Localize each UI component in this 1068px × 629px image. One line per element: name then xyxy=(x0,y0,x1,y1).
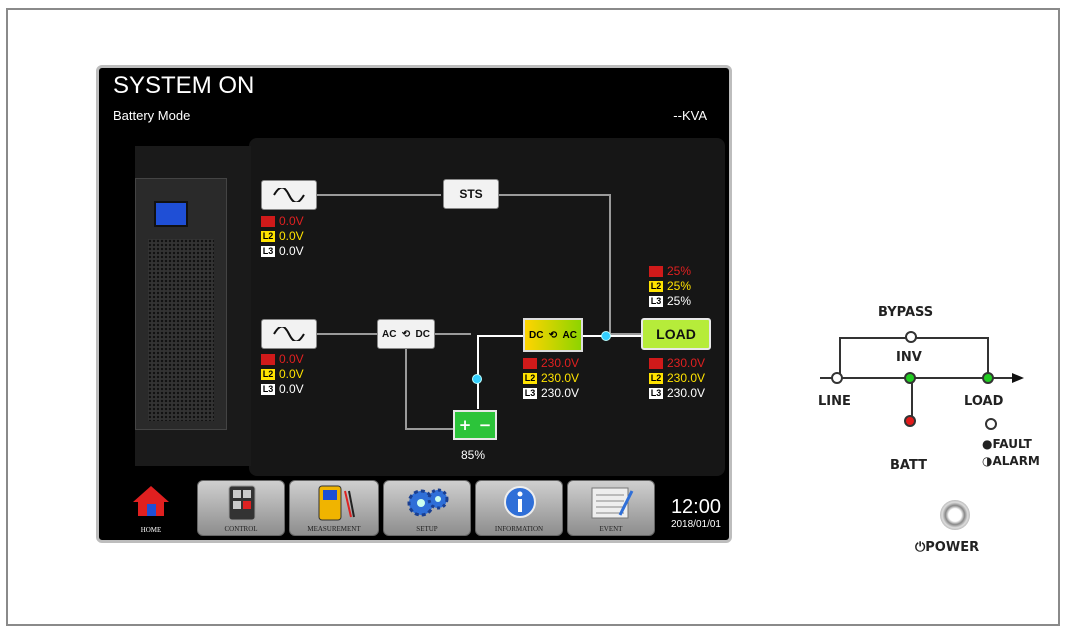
clock-date: 2018/01/01 xyxy=(670,519,721,530)
control-button[interactable]: CONTROL xyxy=(197,480,285,536)
gears-icon xyxy=(407,488,449,517)
rectifier-dc-label: DC xyxy=(415,328,430,340)
event-button[interactable]: EVENT xyxy=(567,480,655,536)
clock-time: 12:00 xyxy=(670,496,721,518)
home-icon xyxy=(133,486,169,516)
fault-label: ●FAULT xyxy=(982,437,1032,451)
bypass-input-box[interactable] xyxy=(261,180,317,210)
system-status-title: SYSTEM ON xyxy=(113,72,255,99)
rectifier-ac-label: AC xyxy=(382,328,397,340)
battery-minus-icon: − xyxy=(478,416,492,434)
rectifier-box[interactable]: AC ⟲ DC xyxy=(377,319,435,349)
fault-alarm-led xyxy=(985,418,997,430)
info-icon xyxy=(504,486,536,518)
inverter-ac-label: AC xyxy=(562,329,577,341)
measurement-button[interactable]: MEASUREMENT xyxy=(289,480,379,536)
output-flow-dot xyxy=(601,331,611,341)
mimic-output-arrow-icon xyxy=(1012,373,1024,383)
bottom-toolbar: HOME CONTROL MEASUREMENT xyxy=(99,478,729,540)
power-button[interactable] xyxy=(940,500,970,530)
sts-line xyxy=(499,194,609,196)
home-button[interactable]: HOME xyxy=(111,480,191,536)
battery-flow-dot xyxy=(472,374,482,384)
alarm-label: ◑ALARM xyxy=(982,454,1040,468)
event-log-icon xyxy=(591,487,634,519)
batt-left-line xyxy=(405,428,455,430)
inv-led xyxy=(904,372,916,384)
sts-to-load-line xyxy=(609,333,641,335)
sts-box[interactable]: STS xyxy=(443,179,499,209)
convert-icon: ⟲ xyxy=(401,328,411,340)
inverter-dc-label: DC xyxy=(529,329,544,341)
information-button[interactable]: INFORMATION xyxy=(475,480,563,536)
dc-bus-line xyxy=(477,335,525,337)
bypass-led xyxy=(905,331,917,343)
setup-button[interactable]: SETUP xyxy=(383,480,471,536)
battery-box[interactable]: + − xyxy=(453,410,497,440)
batt-up-line xyxy=(477,335,479,409)
bypass-line xyxy=(317,194,441,196)
main-input-line xyxy=(317,333,377,335)
cabinet-display xyxy=(154,201,188,227)
rect-out-line xyxy=(435,333,471,335)
load-label: LOAD xyxy=(964,394,1004,409)
power-label: ⏻POWER xyxy=(915,540,980,555)
inverter-box[interactable]: DC ⟲ AC xyxy=(523,318,583,352)
inv-to-load-line xyxy=(583,335,641,337)
sine-wave-icon xyxy=(273,188,305,202)
line-label: LINE xyxy=(818,394,851,409)
cabinet-vent xyxy=(148,239,214,421)
sts-drop-line xyxy=(609,194,611,334)
batt-label: BATT xyxy=(890,458,927,473)
operating-mode: Battery Mode xyxy=(113,108,191,123)
sine-wave-icon xyxy=(273,327,305,341)
rect-to-batt-line xyxy=(405,348,407,430)
load-led xyxy=(982,372,994,384)
control-panel-icon xyxy=(228,485,256,521)
battery-percent: 85% xyxy=(461,448,486,462)
kva-readout: --KVA xyxy=(673,108,707,123)
main-input-box[interactable] xyxy=(261,319,317,349)
battery-plus-icon: + xyxy=(458,416,472,434)
line-led xyxy=(831,372,843,384)
inv-label: INV xyxy=(896,350,922,365)
ups-cabinet-image xyxy=(135,178,227,430)
convert-icon: ⟲ xyxy=(548,329,558,341)
clock-display: 12:00 2018/01/01 xyxy=(671,496,721,530)
bypass-label: BYPASS xyxy=(878,305,934,320)
load-box[interactable]: LOAD xyxy=(641,318,711,350)
multimeter-icon xyxy=(318,485,355,521)
batt-led xyxy=(904,415,916,427)
